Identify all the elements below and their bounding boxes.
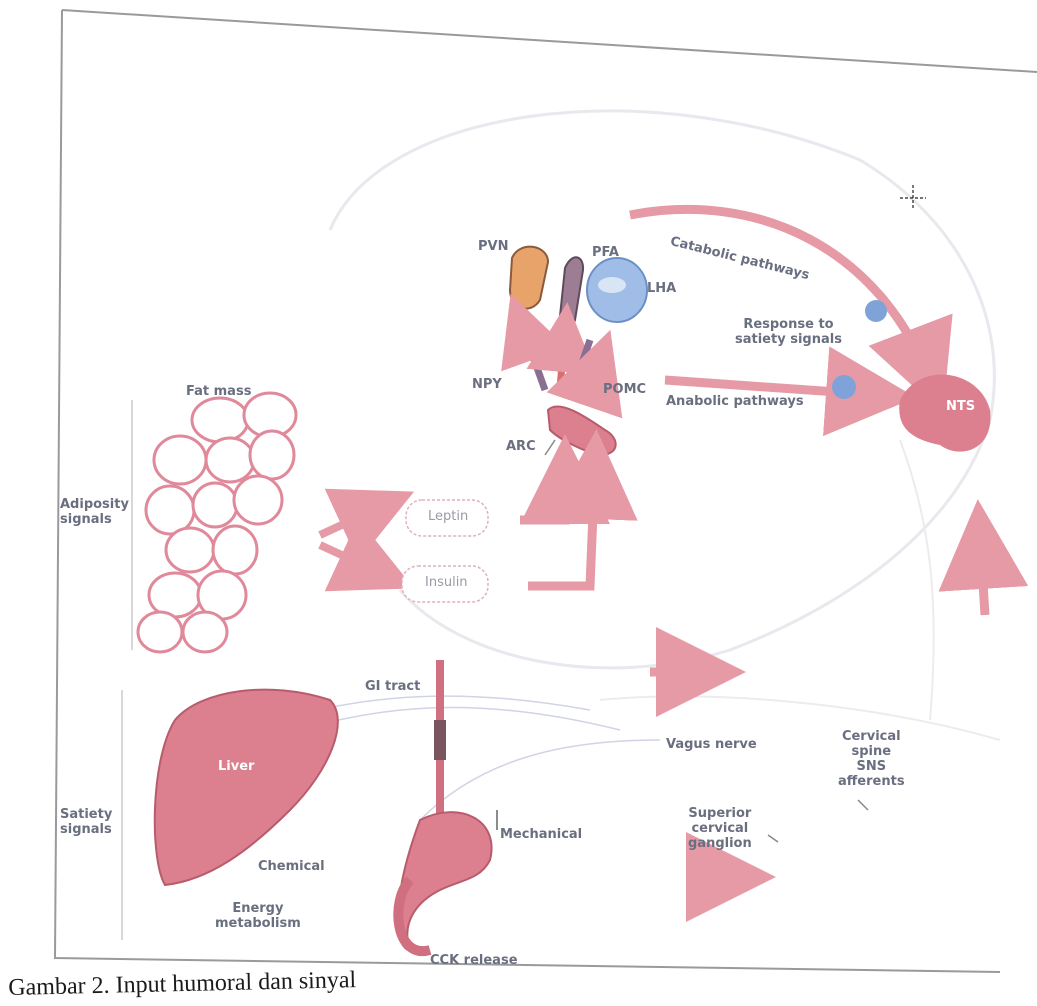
cervical-pointer: [858, 800, 868, 810]
label-vagus: Vagus nerve: [666, 738, 757, 753]
liver-organ: [155, 690, 338, 885]
label-nts: NTS: [946, 400, 975, 415]
label-lha: LHA: [647, 282, 676, 297]
label-anabolic: Anabolic pathways: [666, 395, 804, 410]
pfa-nucleus: [560, 257, 583, 329]
superior-pointer: [768, 835, 778, 842]
lha-highlight: [598, 277, 626, 293]
label-chemical: Chemical: [258, 860, 325, 875]
label-arc: ARC: [506, 440, 536, 455]
label-insulin: Insulin: [425, 576, 468, 591]
label-pvn: PVN: [478, 240, 508, 255]
arc-pointer: [545, 440, 555, 455]
label-energy: Energy metabolism: [215, 902, 301, 932]
label-cervical: Cervical spine SNS afferents: [838, 730, 905, 790]
nts-structure: [899, 375, 990, 452]
label-pfa: PFA: [592, 246, 619, 261]
pvn-nucleus: [510, 247, 548, 309]
label-pomc: POMC: [603, 383, 646, 398]
label-response-satiety: Response to satiety signals: [735, 318, 842, 348]
label-npy: NPY: [472, 378, 502, 393]
label-mechanical: Mechanical: [500, 828, 582, 843]
label-adiposity: Adiposity signals: [60, 498, 129, 528]
brainstem-outline: [900, 440, 934, 720]
neck-outline: [600, 696, 1000, 740]
npy-arrow-2: [560, 330, 565, 388]
label-superior: Superior cervical ganglion: [688, 807, 752, 852]
npy-arrow-3: [572, 340, 590, 392]
fat-to-insulin-arrow: [320, 545, 385, 575]
esophagus-segment: [434, 720, 446, 760]
leptin-to-arc-arrow: [520, 470, 565, 520]
pomc-arrow: [588, 360, 600, 395]
ascending-arrow: [980, 535, 985, 615]
label-gi-tract: GI tract: [365, 680, 420, 695]
npy-arrow-1: [520, 320, 545, 390]
label-satiety: Satiety signals: [60, 808, 112, 838]
label-fat-mass: Fat mass: [186, 385, 251, 400]
catabolic-receptor: [865, 300, 887, 322]
label-liver: Liver: [218, 760, 254, 775]
arc-nucleus: [548, 407, 616, 455]
fat-mass-cells: [138, 393, 296, 652]
stomach-organ: [398, 812, 491, 950]
fat-to-leptin-arrow: [320, 505, 385, 535]
label-leptin: Leptin: [428, 510, 468, 525]
anabolic-receptor: [832, 375, 856, 399]
